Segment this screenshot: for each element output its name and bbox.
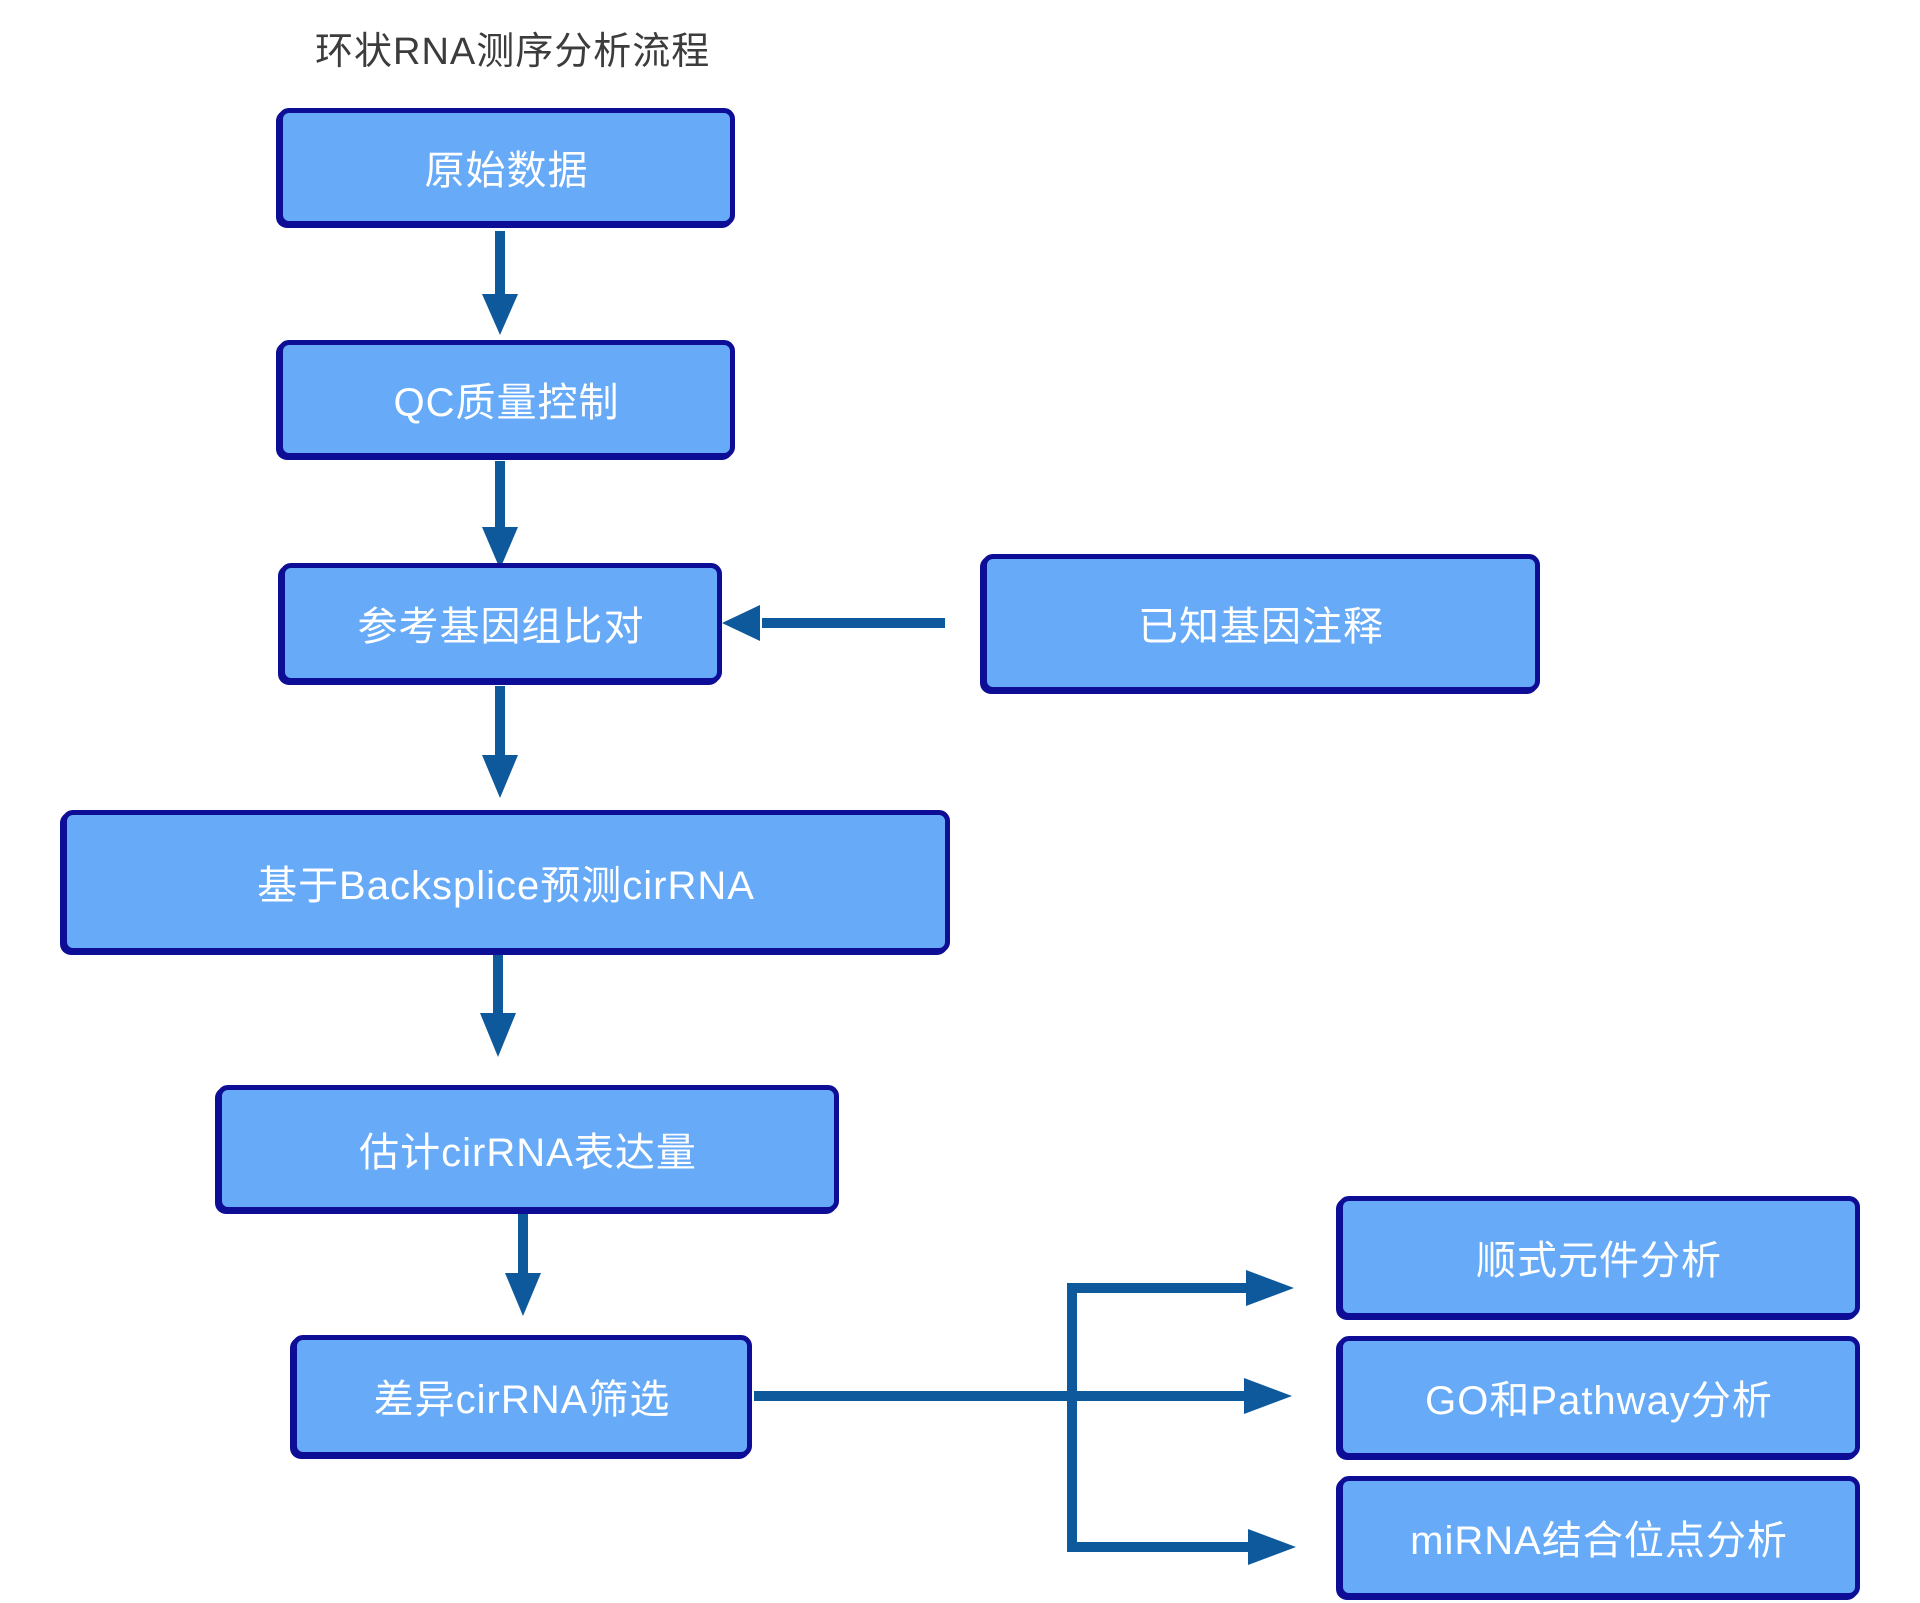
arrow-diff-to-mirna [1067, 1529, 1296, 1565]
node-genome-alignment-label: 参考基因组比对 [357, 605, 645, 649]
node-backsplice-prediction: 基于Backsplice预测cirRNA [62, 810, 950, 953]
page-title: 环状RNA测序分析流程 [315, 31, 711, 73]
node-genome-alignment: 参考基因组比对 [280, 563, 722, 683]
node-go-pathway-analysis: GO和Pathway分析 [1338, 1336, 1860, 1458]
arrow-backsplice-to-expression [480, 955, 516, 1057]
node-cis-element-analysis: 顺式元件分析 [1338, 1196, 1860, 1318]
node-go-pathway-analysis-label: GO和Pathway分析 [1425, 1379, 1773, 1423]
node-backsplice-prediction-label: 基于Backsplice预测cirRNA [257, 863, 755, 908]
node-known-gene-annotation: 已知基因注释 [982, 554, 1540, 692]
arrow-qc-to-align [482, 461, 518, 569]
node-mirna-binding-site-analysis: miRNA结合位点分析 [1338, 1476, 1860, 1598]
arrow-diff-to-cis [1067, 1270, 1294, 1306]
node-mirna-binding-site-analysis-label: miRNA结合位点分析 [1410, 1519, 1788, 1563]
arrow-raw-to-qc [482, 231, 518, 335]
node-qc-label: QC质量控制 [393, 381, 620, 425]
arrow-annotation-to-align [722, 605, 945, 641]
node-raw-data-label: 原始数据 [424, 149, 589, 193]
node-cis-element-analysis-label: 顺式元件分析 [1476, 1239, 1722, 1283]
node-known-gene-annotation-label: 已知基因注释 [1138, 605, 1384, 649]
arrow-diff-to-go [754, 1378, 1292, 1414]
node-differential-screening-label: 差异cirRNA筛选 [373, 1378, 671, 1422]
node-expression-estimation-label: 估计cirRNA表达量 [359, 1130, 697, 1175]
node-expression-estimation: 估计cirRNA表达量 [217, 1085, 839, 1212]
node-raw-data: 原始数据 [278, 108, 735, 226]
node-differential-screening: 差异cirRNA筛选 [292, 1335, 752, 1457]
arrow-align-to-backsplice [482, 686, 518, 798]
arrow-expression-to-diff [505, 1214, 541, 1316]
node-qc: QC质量控制 [278, 340, 735, 458]
